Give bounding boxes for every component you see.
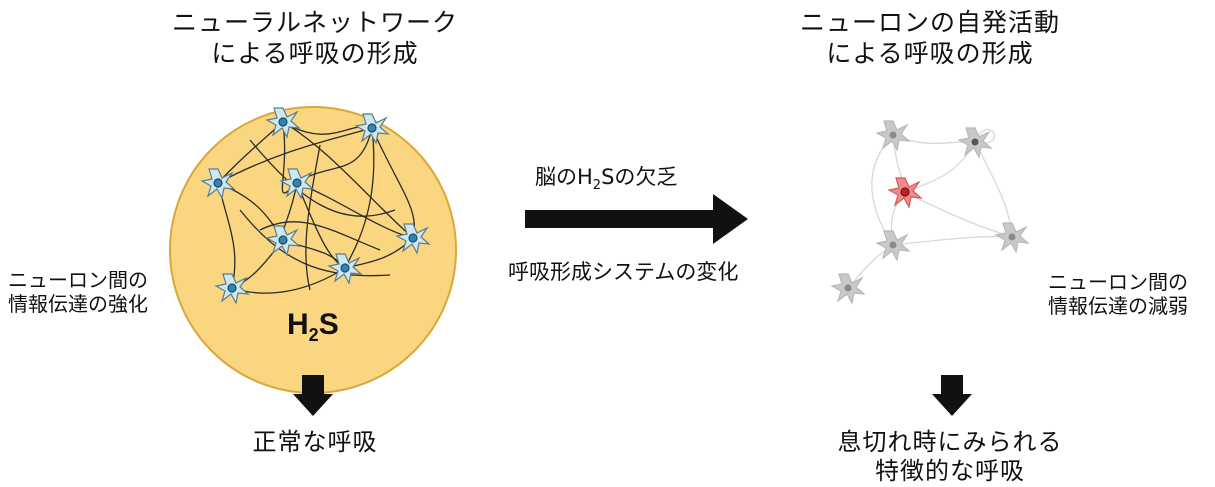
left-title-line2: による呼吸の形成 <box>211 38 419 68</box>
h2s-h: H <box>287 308 309 341</box>
neuron-blue <box>215 273 249 304</box>
right-title-line1: ニューロンの自発活動 <box>799 8 1060 37</box>
arrow-label-s: S <box>601 165 615 189</box>
right-outcome: 息切れ時にみられる 特徴的な呼吸 <box>820 428 1080 487</box>
h2s-label: H2S <box>287 308 339 345</box>
right-side-line2: 情報伝達の減弱 <box>1048 294 1188 319</box>
neuron-gray <box>958 127 992 158</box>
h2s-circle <box>169 106 457 394</box>
left-outcome: 正常な呼吸 <box>220 428 410 457</box>
arrow-sub-label: 呼吸形成システムの変化 <box>508 260 739 284</box>
arrow-label: 脳のH2Sの欠乏 <box>535 165 677 194</box>
neuron-blue <box>266 107 300 138</box>
right-network-links <box>847 128 1013 289</box>
neuron-gray <box>995 222 1029 253</box>
left-down-arrow <box>293 375 333 416</box>
neuron-gray <box>831 273 865 304</box>
right-outcome-line2: 特徴的な呼吸 <box>875 457 1025 486</box>
neuron-blue <box>328 253 362 284</box>
main-right-arrow <box>525 194 748 244</box>
h2s-sub: 2 <box>309 325 319 345</box>
neuron-blue <box>396 223 430 254</box>
right-title-line2: による呼吸の形成 <box>826 38 1034 68</box>
right-neurons <box>831 120 1029 304</box>
right-outcome-line1: 息切れ時にみられる <box>837 428 1063 456</box>
neuron-blue <box>266 225 300 256</box>
right-side-label: ニューロン間の 情報伝達の減弱 <box>1048 270 1188 319</box>
left-neurons <box>201 107 430 304</box>
right-title: ニューロンの自発活動 による呼吸の形成 <box>780 8 1080 69</box>
arrow-label-h: H <box>577 165 593 189</box>
neuron-gray <box>876 230 910 261</box>
neuron-blue <box>355 113 389 144</box>
left-side-line1: ニューロン間の <box>8 268 148 292</box>
arrow-label-sub: 2 <box>592 178 602 194</box>
arrow-label-pre: 脳の <box>535 165 577 189</box>
left-title: ニューラルネットワーク による呼吸の形成 <box>160 8 470 69</box>
left-side-line2: 情報伝達の強化 <box>8 292 148 317</box>
neuron-blue <box>280 168 314 199</box>
arrow-label-post: の欠乏 <box>614 165 678 189</box>
left-title-line1: ニューラルネットワーク <box>171 8 458 37</box>
h2s-s: S <box>319 308 339 341</box>
neuron-red <box>888 177 922 208</box>
left-side-label: ニューロン間の 情報伝達の強化 <box>8 268 148 317</box>
left-outcome-line1: 正常な呼吸 <box>252 428 378 456</box>
neuron-blue <box>201 168 235 199</box>
neuron-gray <box>876 120 910 151</box>
right-down-arrow <box>932 375 972 416</box>
right-side-line1: ニューロン間の <box>1048 270 1188 294</box>
